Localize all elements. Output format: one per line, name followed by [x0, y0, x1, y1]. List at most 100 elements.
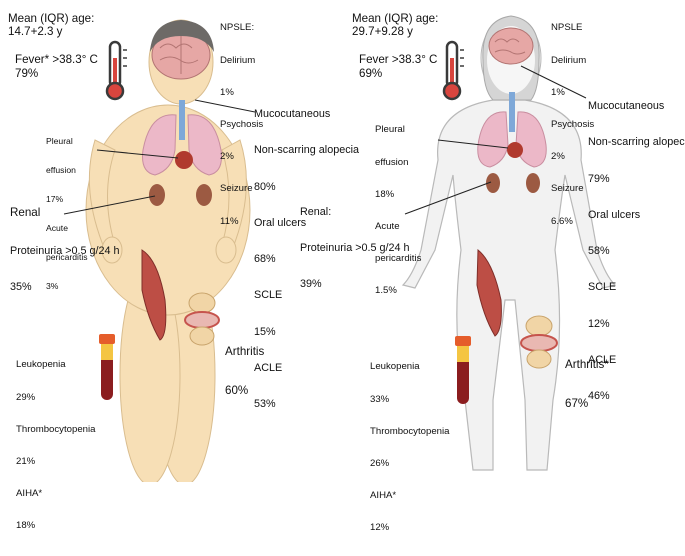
psychosis-label: Psychosis	[220, 119, 264, 131]
thigh-muscle-icon	[476, 248, 502, 337]
oral-ulcers-label: Oral ulcers	[588, 208, 641, 221]
hematologic-block: Leukopenia 33% Thrombocytopenia 26% AIHA…	[370, 341, 449, 556]
oral-ulcers-label: Oral ulcers	[254, 216, 307, 229]
arthritis-block: Arthritis 60%	[225, 319, 264, 423]
mucocutaneous-block: Mucocutaneous Non-scarring alopecia 79% …	[588, 76, 685, 426]
proteinuria-value: 39%	[300, 278, 322, 291]
npsle-title: NPSLE	[551, 22, 583, 34]
pericarditis-value: 1.5%	[375, 285, 397, 297]
leukopenia-value: 29%	[16, 391, 36, 403]
oral-ulcers-value: 58%	[588, 245, 610, 258]
age-value: 29.7+9.28 y	[352, 25, 413, 38]
scle-label: SCLE	[588, 281, 617, 294]
psychosis-value: 2%	[551, 151, 565, 163]
alopecia-value: 80%	[254, 180, 276, 193]
acle-value: 53%	[254, 398, 276, 411]
adult-body-illustration	[401, 15, 617, 471]
leader-lines	[63, 99, 256, 215]
scle-value: 15%	[254, 325, 276, 338]
mucocutaneous-title: Mucocutaneous	[254, 108, 331, 121]
fever-label: Fever >38.3° C	[359, 53, 438, 66]
arthritis-block: Arthritis* 67%	[565, 332, 609, 436]
blood-tube-icon	[455, 336, 471, 404]
pericarditis-label: pericarditis	[375, 253, 422, 265]
pericarditis-value: 3%	[46, 280, 59, 291]
thrombocytopenia-label: Thrombocytopenia	[16, 423, 96, 435]
npsle-title: NPSLE:	[220, 22, 255, 34]
acle-value: 46%	[588, 390, 610, 403]
proteinuria-value: 35%	[10, 281, 32, 294]
thigh-muscle-icon	[141, 249, 167, 341]
delirium-label: Delirium	[220, 54, 256, 66]
fever-value: 79%	[15, 67, 39, 80]
serositis-block: Pleural effusion 17% Acute pericarditis …	[46, 118, 88, 311]
seizure-value: 6.6%	[551, 215, 573, 227]
pediatric-body-illustration	[63, 19, 256, 482]
hair-icon	[150, 20, 214, 52]
age-value: 14.7+2.3 y	[8, 25, 63, 38]
leader-lines	[404, 65, 587, 215]
acute-label: Acute	[46, 222, 68, 233]
seizure-label: Seizure	[220, 183, 253, 195]
seizure-label: Seizure	[551, 183, 584, 195]
thrombocytopenia-label: Thrombocytopenia	[370, 425, 450, 437]
thrombocytopenia-value: 26%	[370, 458, 390, 470]
arthritis-title: Arthritis	[225, 344, 265, 358]
leukopenia-label: Leukopenia	[370, 361, 420, 373]
blood-tube-icon	[99, 334, 115, 400]
acle-label: ACLE	[254, 361, 283, 374]
renal-block: Proteinuria >0.5 g/24 h 35%	[10, 221, 120, 318]
pleural-value: 17%	[46, 194, 64, 204]
age-title: Mean (IQR) age:	[8, 12, 95, 25]
alopecia-label: Non-scarring alopecia	[254, 144, 360, 157]
lungs-icon	[142, 100, 222, 176]
effusion-label: effusion	[375, 156, 409, 168]
alopecia-label: Non-scarring alopecia	[588, 136, 685, 149]
renal-title: Renal	[10, 206, 41, 219]
psychosis-value: 2%	[220, 151, 234, 163]
mucocutaneous-title: Mucocutaneous	[588, 100, 665, 113]
thrombocytopenia-value: 21%	[16, 456, 36, 468]
acute-label: Acute	[375, 221, 400, 233]
leukopenia-value: 33%	[370, 393, 390, 405]
kidneys-icon	[149, 184, 212, 206]
alopecia-value: 79%	[588, 172, 610, 185]
renal-title: Renal:	[300, 206, 332, 218]
aiha-label: AIHA*	[370, 490, 397, 502]
arthritis-value: 60%	[225, 383, 249, 397]
age-title: Mean (IQR) age:	[352, 12, 439, 25]
knee-joint-icon	[184, 292, 220, 346]
thermometer-icon	[442, 40, 464, 101]
arthritis-value: 67%	[565, 396, 589, 410]
proteinuria-label: Proteinuria >0.5 g/24 h	[10, 245, 120, 258]
arthritis-title: Arthritis*	[565, 357, 609, 371]
kidneys-icon	[486, 173, 540, 193]
proteinuria-label: Proteinuria >0.5 g/24 h	[300, 242, 410, 255]
leukopenia-label: Leukopenia	[16, 359, 66, 371]
scle-label: SCLE	[254, 289, 283, 302]
pleural-label: Pleural	[46, 136, 73, 147]
adult-panel: Mean (IQR) age: 29.7+9.28 y Fever >38.3°…	[300, 0, 685, 533]
aiha-label: AIHA*	[16, 488, 43, 500]
renal-block: Proteinuria >0.5 g/24 h 39%	[300, 218, 410, 315]
npsle-block: NPSLE: Delirium 1% Psychosis 2% Seizure …	[220, 2, 263, 249]
serositis-block: Pleural effusion 18% Acute pericarditis …	[375, 104, 421, 319]
pericarditis-label: pericarditis	[46, 251, 88, 262]
effusion-label: effusion	[46, 165, 76, 176]
fever-label: Fever* >38.3° C	[15, 53, 98, 66]
aiha-value: 12%	[370, 522, 390, 534]
delirium-value: 1%	[551, 86, 565, 98]
thermometer-icon	[105, 40, 127, 101]
pleural-value: 18%	[375, 188, 395, 200]
knee-joint-icon	[520, 315, 558, 369]
aiha-value: 18%	[16, 520, 36, 532]
oral-ulcers-value: 68%	[254, 253, 276, 266]
mucocutaneous-block: Mucocutaneous Non-scarring alopecia 80% …	[254, 84, 359, 434]
delirium-value: 1%	[220, 86, 234, 98]
fever-value: 69%	[359, 67, 383, 80]
hematologic-block: Leukopenia 29% Thrombocytopenia 21% AIHA…	[16, 339, 95, 554]
acle-label: ACLE	[588, 353, 617, 366]
seizure-value: 11%	[220, 215, 239, 227]
npsle-block: NPSLE Delirium 1% Psychosis 2% Seizure 6…	[551, 2, 594, 249]
psychosis-label: Psychosis	[551, 119, 595, 131]
